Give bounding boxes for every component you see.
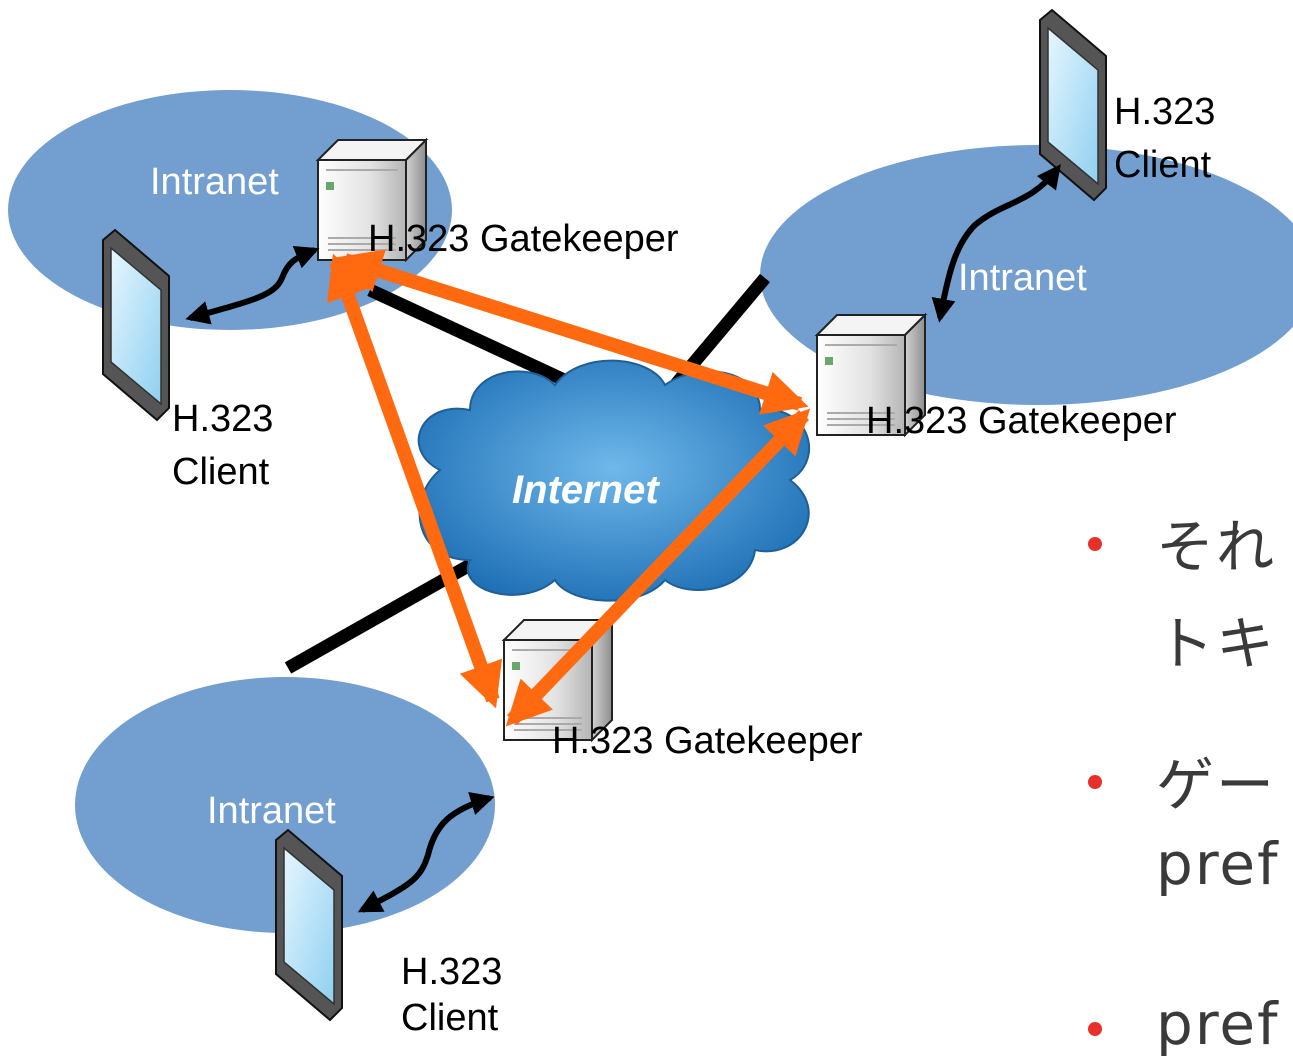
bullet-dot	[1088, 537, 1102, 551]
bullet-3-line1: pref	[1156, 990, 1280, 1058]
client-label-top-right: H.323 Client	[1114, 91, 1215, 186]
client-label-line2: Client	[401, 997, 499, 1035]
gatekeeper-link-top-bottom	[327, 253, 502, 709]
client-label-line1: H.323	[401, 951, 502, 993]
gatekeeper-link-right-bottom	[505, 408, 811, 727]
intranet-label: Intranet	[958, 257, 1087, 299]
client-link-top-left	[185, 245, 320, 325]
client-label-line1: H.323	[172, 398, 273, 440]
uplink-bottom-left	[284, 559, 474, 674]
bullet-2-line1: ゲー	[1156, 751, 1277, 819]
client-link-bottom-left	[357, 792, 495, 913]
internet-label: Internet	[512, 468, 660, 512]
client-label-line1: H.323	[1114, 91, 1215, 133]
intranet-label: Intranet	[207, 790, 336, 832]
bullet-dot	[1088, 1022, 1102, 1036]
client-label-line2: Client	[1114, 144, 1212, 186]
client-links	[185, 164, 1061, 913]
client-label-bottom-left: H.323 Client	[401, 951, 502, 1035]
gatekeeper-label: H.323 Gatekeeper	[552, 720, 863, 762]
gatekeeper-label: H.323 Gatekeeper	[866, 400, 1177, 442]
intranet-label: Intranet	[150, 161, 279, 203]
client-label-line2: Client	[172, 451, 270, 493]
bullet-1-line2: トキ	[1156, 610, 1277, 678]
gatekeeper-links	[327, 249, 811, 727]
bullet-1-line1: それ	[1156, 513, 1277, 581]
client-label-top-left: H.323 Client	[172, 398, 273, 493]
bullet-dot	[1088, 775, 1102, 789]
client-link-top-right	[931, 164, 1061, 323]
gatekeeper-label: H.323 Gatekeeper	[368, 218, 679, 260]
bullet-2-line2: pref	[1156, 830, 1280, 898]
network-diagram: Intranet Intranet Intranet Internet H.32…	[8, 9, 1293, 1035]
